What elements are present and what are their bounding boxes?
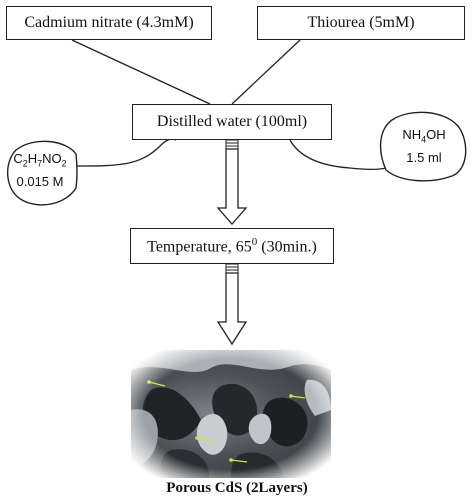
additive-left-label: C2H7NO2 0.015 M	[4, 150, 76, 191]
arrow-down-2	[216, 272, 248, 346]
reagent-cadmium-box: Cadmium nitrate (4.3mM)	[6, 6, 212, 40]
result-caption: Porous CdS (2Layers)	[166, 480, 308, 496]
reagent-cadmium-label: Cadmium nitrate (4.3mM)	[24, 14, 194, 31]
additive-right-amount: 1.5 ml	[406, 149, 442, 165]
solvent-box: Distilled water (100ml)	[132, 104, 332, 140]
temperature-sup: 0	[251, 235, 258, 248]
solvent-label: Distilled water (100ml)	[156, 113, 308, 130]
reagent-thiourea-box: Thiourea (5mM)	[257, 6, 465, 40]
additive-left-drop	[6, 140, 78, 206]
additive-left-amount: 0.015 M	[16, 173, 64, 189]
sem-image	[131, 350, 331, 478]
arrow-down-1	[216, 148, 248, 225]
connector-left-additive	[75, 138, 177, 167]
additive-right-label: NH4OH 1.5 ml	[384, 126, 464, 167]
additive-right-drop	[379, 111, 467, 182]
temperature-prefix: Temperature, 65	[147, 238, 252, 256]
reagent-thiourea-label: Thiourea (5mM)	[307, 14, 415, 31]
additive-right-formula: NH4OH	[402, 127, 446, 145]
additive-left-formula: C2H7NO2	[13, 151, 67, 169]
stub-dw	[225, 139, 239, 150]
connector-right-additive	[289, 139, 387, 171]
temperature-suffix: (30min.)	[257, 238, 317, 256]
stub-tp	[225, 263, 239, 274]
temperature-label: Temperature, 650 (30min.)	[147, 236, 317, 256]
temperature-box: Temperature, 650 (30min.)	[130, 228, 334, 264]
connector-cadmium	[71, 39, 211, 105]
sem-texture	[131, 350, 331, 478]
connector-thiourea	[231, 39, 301, 105]
